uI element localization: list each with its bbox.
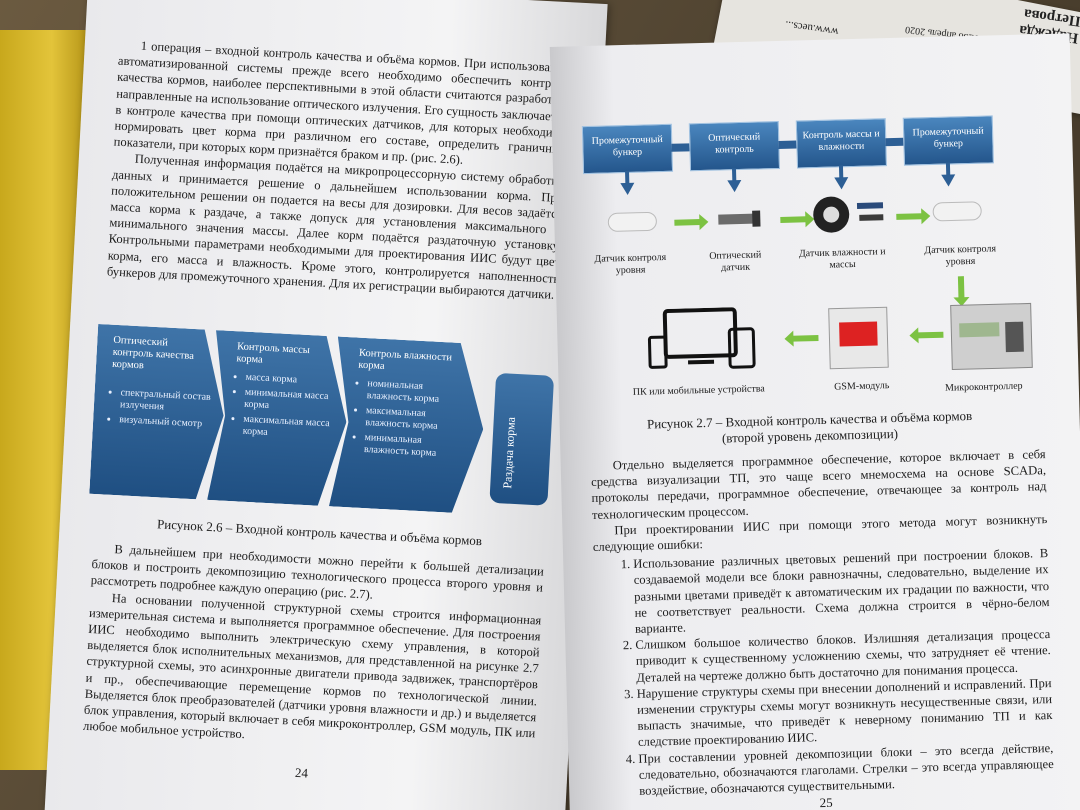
level-sensor-icon [932, 201, 982, 222]
down-arrow [727, 179, 742, 193]
paragraph: На основании полученной структурной схем… [82, 590, 542, 742]
block-optical-control: Оптический контроль качества кормов спек… [89, 324, 228, 501]
block-items: номинальная влажность корма максимальная… [353, 378, 465, 465]
green-arrow-down [957, 276, 965, 299]
block-feed-distribution: Раздача корма [489, 372, 555, 506]
figure-2-7: Промежуточный бункер Оптический контроль… [581, 115, 1033, 426]
block-item: спектральный состав излучения [120, 387, 213, 416]
moisture-mass-sensor-icon [813, 196, 884, 233]
device-label: Микроконтроллер [944, 380, 1023, 394]
optical-sensor-icon [718, 210, 761, 227]
right-text: Отдельно выделяется программное обеспече… [591, 446, 1055, 800]
right-page: Промежуточный бункер Оптический контроль… [549, 33, 1080, 810]
final-block-label: Раздача корма [500, 416, 518, 489]
device-label: ПК или мобильные устройства [632, 383, 765, 398]
green-arrow-right [674, 219, 701, 226]
block-title: Оптический контроль качества кормов [111, 334, 195, 372]
list-item: Использование различных цветовых решений… [633, 545, 1050, 637]
block-item: максимальная влажность корма [365, 405, 464, 434]
device-label: GSM-модуль [833, 380, 890, 393]
block-item: визуальный осмотр [119, 414, 212, 431]
block-moisture-control: Контроль влажности корма номинальная вла… [329, 337, 488, 515]
left-page: 1 операция – входной контроль качества и… [44, 0, 608, 810]
green-arrow-left [792, 335, 819, 342]
box-label: Контроль массы и влажности [802, 128, 880, 153]
gsm-module-icon [828, 306, 889, 370]
box-optical-control: Оптический контроль [688, 120, 781, 172]
paragraph: Отдельно выделяется программное обеспече… [590, 447, 1047, 522]
sensor-label: Датчик влажности и массы [798, 246, 886, 271]
page-number-right: 25 [819, 794, 833, 810]
left-text-bottom: В дальнейшем при необходимости можно пер… [83, 540, 545, 758]
green-arrow-left [917, 331, 944, 339]
block-item: минимальная масса корма [244, 387, 337, 416]
connector [778, 140, 797, 149]
box-label: Промежуточный бункер [912, 125, 984, 150]
box-label: Оптический контроль [708, 131, 761, 156]
block-item: масса корма [245, 372, 338, 389]
level-sensor-icon [607, 211, 657, 232]
left-text-top: 1 операция – входной контроль качества и… [107, 37, 571, 303]
down-arrow [941, 174, 956, 187]
block-item: максимальная масса корма [242, 414, 335, 443]
block-title: Контроль влажности корма [358, 347, 453, 372]
list-item: При составлении уровней декомпозиции бло… [638, 740, 1054, 799]
pc-mobile-devices-icon [647, 307, 756, 369]
block-item: минимальная влажность корма [364, 432, 463, 461]
connector [671, 143, 690, 152]
down-arrow [620, 182, 635, 196]
connector [885, 137, 904, 147]
block-title: Контроль массы корма [236, 341, 311, 366]
figure-2-6: Оптический контроль качества кормов спек… [89, 324, 558, 523]
errors-list: Использование различных цветовых решений… [593, 545, 1054, 800]
block-items: спектральный состав излучения визуальный… [109, 387, 213, 434]
paragraph: Полученная информация подаётся на микроп… [106, 152, 565, 302]
sensor-label: Датчик контроля уровня [924, 243, 997, 268]
down-arrow [834, 177, 849, 190]
microcontroller-icon [950, 302, 1033, 371]
page-number-left: 24 [294, 764, 309, 781]
sensor-label: Датчик контроля уровня [594, 251, 667, 277]
box-intermediate-bunker-2: Промежуточный бункер [902, 115, 994, 166]
sensor-label: Оптический датчик [709, 249, 762, 274]
box-label: Промежуточный бункер [591, 134, 663, 159]
block-mass-control: Контроль массы корма масса корма минимал… [207, 330, 351, 507]
green-arrow-right [780, 216, 807, 223]
list-item: Нарушение структуры схемы при внесении д… [637, 675, 1054, 751]
block-items: масса корма минимальная масса корма макс… [232, 371, 337, 445]
box-intermediate-bunker-1: Промежуточный бункер [581, 123, 674, 175]
green-arrow-right [896, 213, 923, 220]
box-mass-moisture: Контроль массы и влажности [795, 118, 887, 169]
block-item: номинальная влажность корма [366, 378, 465, 407]
